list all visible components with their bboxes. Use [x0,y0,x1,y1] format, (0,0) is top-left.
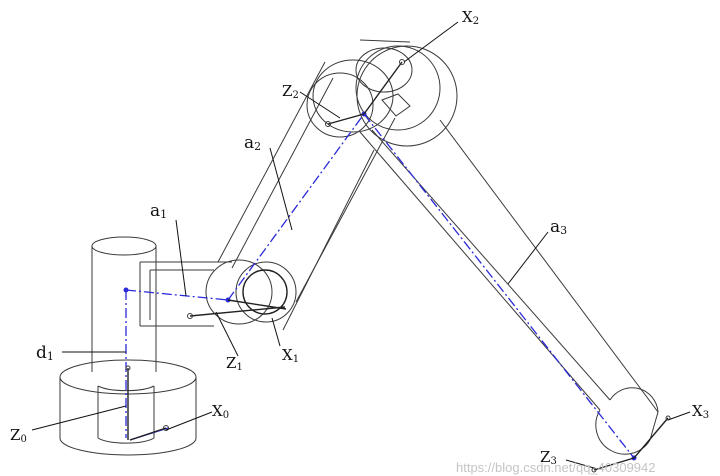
link-a2 [205,59,396,331]
label-a3: a3 [550,217,567,237]
label-d1: d1 [36,343,54,363]
label-z3: Z3 [540,448,557,467]
label-x2: X2 [462,8,479,27]
base-column [91,236,157,372]
watermark: https://blog.csdn.net/qq_40309942 [456,460,656,475]
link-a3 [359,119,659,455]
label-z0: Z0 [10,426,27,445]
label-x1: X1 [282,346,299,365]
label-a1: a1 [150,201,167,221]
label-x3: X3 [692,402,709,421]
label-z2: Z2 [282,82,299,101]
elbow-joint [355,39,458,147]
leader-lines [31,21,691,469]
shoulder-housing [139,261,232,327]
label-z1: Z1 [226,354,243,373]
kinematic-axes [123,111,637,461]
label-x0: X0 [212,402,229,421]
frame-pins [125,59,671,473]
label-a2: a2 [244,133,261,153]
